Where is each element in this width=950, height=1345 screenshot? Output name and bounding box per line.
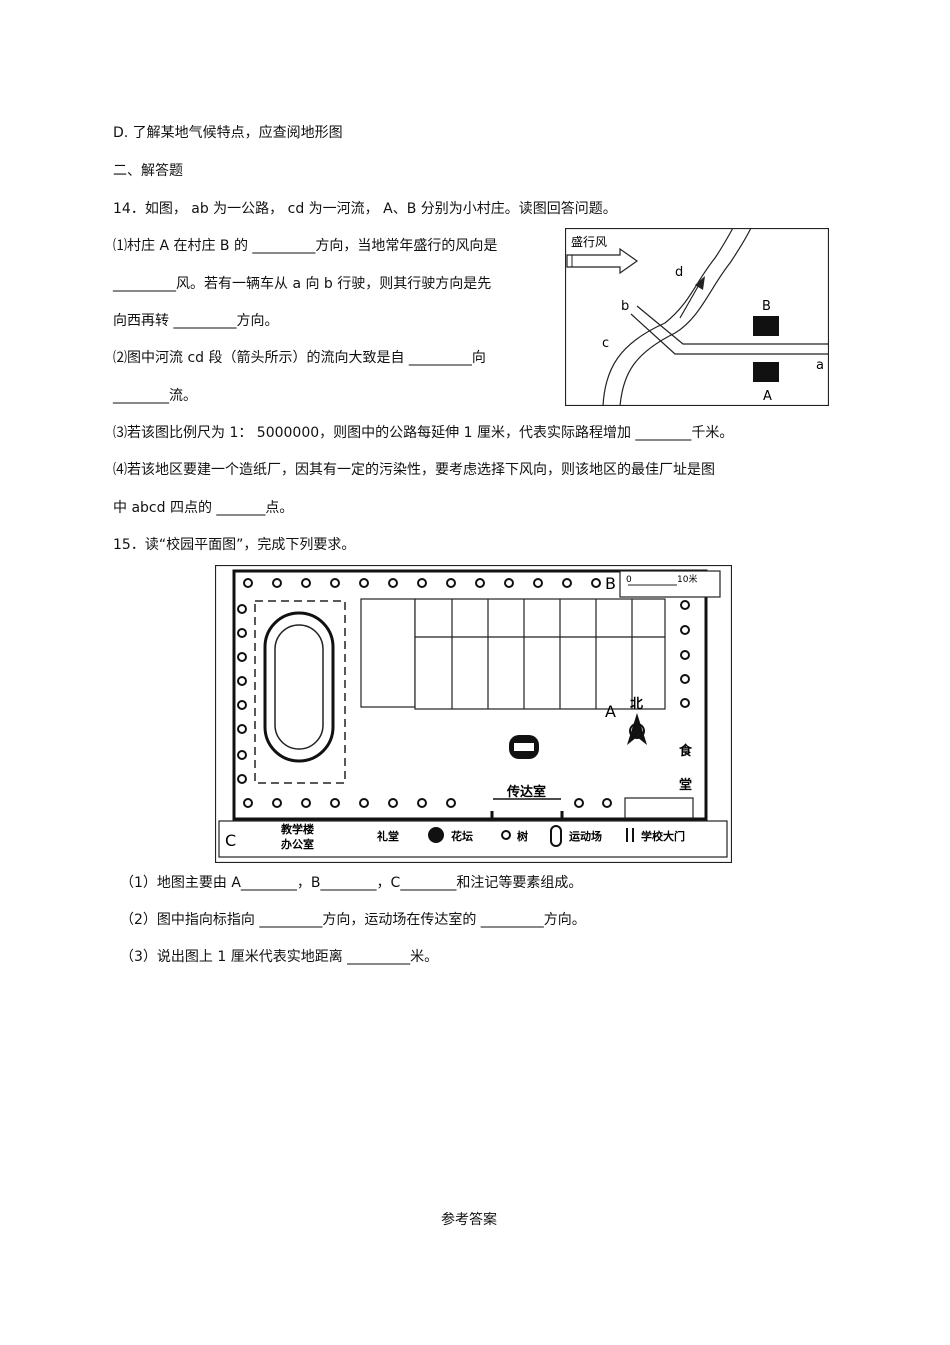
scale-zero: 0 <box>626 575 632 585</box>
legend-tree: 树 <box>517 829 528 843</box>
legend-box <box>218 820 728 858</box>
q14-figure: 盛行风 B A a b c d <box>565 228 829 406</box>
road-lower <box>630 313 829 355</box>
village-a <box>753 362 779 382</box>
q15-campus-map: B 0 10米 A 北 <box>215 565 732 863</box>
legend-school-gate: 学校大门 <box>641 829 685 843</box>
village-b <box>753 316 779 336</box>
q14-part1-b: _________风。若有一辆车从 a 向 b 行驶，则其行驶方向是先 <box>113 276 492 292</box>
section-heading: 二、解答题 <box>113 163 183 179</box>
legend-tree-icon <box>501 830 511 840</box>
question-15: 15．读“校园平面图”，完成下列要求。 <box>113 537 356 553</box>
flow-arrow <box>679 282 701 319</box>
point-c-label: c <box>602 336 609 351</box>
legend-office: 办公室 <box>281 837 314 851</box>
flow-arrowhead-icon <box>695 276 705 290</box>
auditorium-icon <box>509 735 539 759</box>
point-b-label: b <box>621 299 629 314</box>
legend-flowerbed: 花坛 <box>451 829 473 843</box>
point-a-label: a <box>816 358 824 373</box>
north-label: 北 <box>630 697 643 712</box>
question-14: 14．如图， ab 为一公路， cd 为一河流， A、B 分别为小村庄。读图回答… <box>113 201 617 217</box>
q14-part1-a: ⑴村庄 A 在村庄 B 的 _________方向，当地常年盛行的风向是 <box>113 238 498 254</box>
tree-row-top <box>243 578 601 588</box>
canteen-label-2: 堂 <box>679 777 692 793</box>
office-building-block <box>360 598 416 708</box>
road-upper <box>636 305 829 345</box>
point-d-label: d <box>675 265 683 280</box>
option-d: D. 了解某地气候特点，应查阅地形图 <box>113 125 343 141</box>
river-left-bank <box>602 228 734 406</box>
sports-field-area <box>254 600 346 784</box>
label-b: B <box>605 574 616 593</box>
village-a-label: A <box>763 389 772 404</box>
legend-flowerbed-icon <box>428 827 444 843</box>
wind-arrow-icon <box>566 247 639 275</box>
q15-part2: （2）图中指向标指向 _________方向，运动场在传达室的 ________… <box>120 912 586 928</box>
tree-column-right <box>680 600 690 708</box>
legend-field-icon <box>550 825 562 847</box>
label-a: A <box>605 702 616 721</box>
q15-part3: （3）说出图上 1 厘米代表实地距离 _________米。 <box>120 949 439 965</box>
river-right-bank <box>619 228 752 406</box>
q14-part2-b: ________流。 <box>113 388 197 404</box>
q14-part4-a: ⑷若该地区要建一个造纸厂，因其有一定的污染性，要考虑选择下风向，则该地区的最佳厂… <box>113 462 715 478</box>
scale-ten: 10米 <box>677 573 697 585</box>
gate-room-label: 传达室 <box>506 784 546 800</box>
village-b-label: B <box>762 299 771 314</box>
legend-auditorium: 礼堂 <box>377 829 399 843</box>
q15-part1: （1）地图主要由 A________，B________，C________和注… <box>120 875 583 891</box>
canteen-label-1: 食 <box>679 743 693 759</box>
q14-part3: ⑶若该图比例尺为 1： 5000000，则图中的公路每延伸 1 厘米，代表实际路… <box>113 425 734 441</box>
tree-column-left <box>237 604 247 784</box>
label-c: C <box>225 831 236 850</box>
legend-sports-field: 运动场 <box>569 829 602 843</box>
running-track <box>263 611 335 763</box>
q14-part1-c: 向西再转 _________方向。 <box>113 313 279 329</box>
legend-teaching-building: 教学楼 <box>280 822 314 836</box>
tree-row-bottom <box>243 798 612 808</box>
q14-part4-b: 中 abcd 四点的 _______点。 <box>113 500 294 516</box>
wind-label: 盛行风 <box>571 234 607 249</box>
legend-gate-icon <box>626 828 634 842</box>
answer-heading: 参考答案 <box>441 1212 497 1228</box>
teaching-building <box>414 598 666 710</box>
north-arrow-icon <box>627 713 647 745</box>
q14-part2-a: ⑵图中河流 cd 段（箭头所示）的流向大致是自 _________向 <box>113 350 486 366</box>
